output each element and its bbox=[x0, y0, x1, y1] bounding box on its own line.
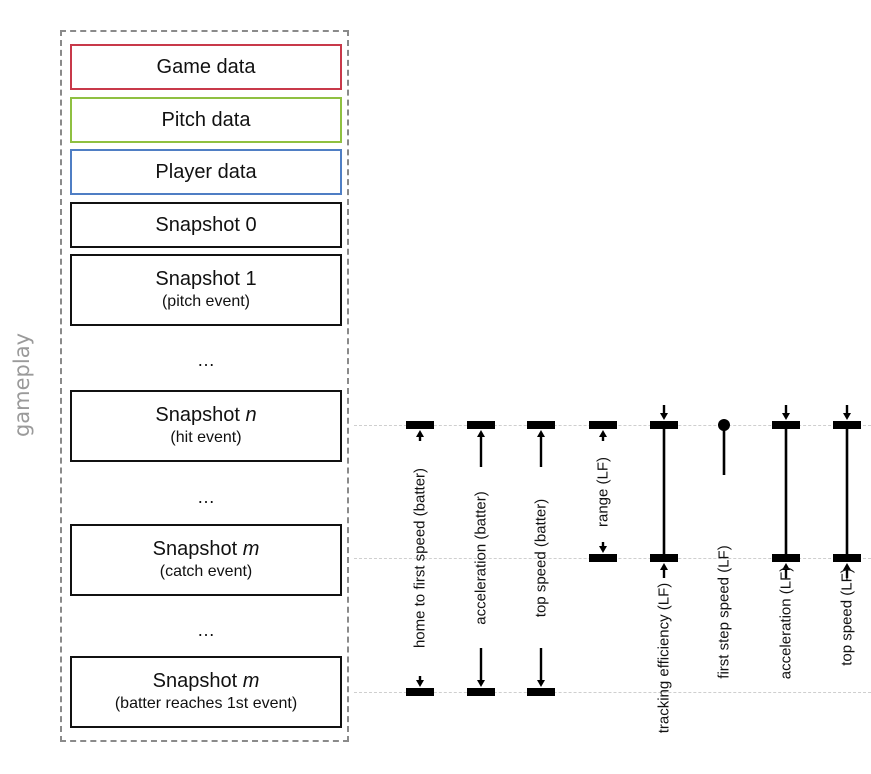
metric-4-top-bar bbox=[650, 421, 678, 429]
metric-3-arrow-up-head bbox=[599, 430, 607, 437]
metric-label-4: tracking efficiency (LF) bbox=[655, 582, 673, 734]
ellipsis-3: … bbox=[197, 620, 215, 640]
metric-4-arrow-bottom-head bbox=[660, 563, 668, 570]
metric-0-arrow-down-head bbox=[416, 680, 424, 687]
snapshot-0-box: Snapshot 0 bbox=[70, 202, 342, 248]
metric-label-3: range (LF) bbox=[594, 456, 612, 528]
metric-1-bottom-bar bbox=[467, 688, 495, 696]
metric-label-0: home to first speed (batter) bbox=[411, 467, 429, 649]
metric-label-1: acceleration (batter) bbox=[472, 491, 490, 625]
metric-3-top-bar bbox=[589, 421, 617, 429]
snapshot-n-title-line: Snapshot n bbox=[155, 403, 256, 427]
metric-3-bottom-bar bbox=[589, 554, 617, 562]
metric-6-arrow-top-head bbox=[782, 413, 790, 420]
snapshot-1-sub: (pitch event) bbox=[161, 293, 251, 310]
metric-label-2: top speed (batter) bbox=[532, 498, 550, 618]
snapshot-m-catch-sub: (catch event) bbox=[159, 563, 253, 580]
metric-label-5: first step speed (LF) bbox=[715, 545, 733, 679]
game-data-label: Game data bbox=[156, 56, 256, 78]
metric-6-bottom-bar bbox=[772, 554, 800, 562]
game-data-box: Game data bbox=[70, 44, 342, 90]
metric-6-arrow-bottom-head bbox=[782, 563, 790, 570]
metric-0-arrow-up-head bbox=[416, 430, 424, 437]
snapshot-m-batter-var: m bbox=[242, 670, 260, 692]
snapshot-m-batter-sub: (batter reaches 1st event) bbox=[114, 695, 298, 712]
metric-7-arrow-bottom-head bbox=[843, 563, 851, 570]
metric-0-bottom-bar bbox=[406, 688, 434, 696]
metric-3-arrow-down-head bbox=[599, 546, 607, 553]
metric-2-arrow-down-head bbox=[537, 680, 545, 687]
metric-1-arrow-down-head bbox=[477, 680, 485, 687]
metric-2-top-bar bbox=[527, 421, 555, 429]
metric-7-bottom-bar bbox=[833, 554, 861, 562]
guide-batter bbox=[354, 692, 871, 693]
snapshot-1-box: Snapshot 1 (pitch event) bbox=[70, 254, 342, 326]
ellipsis-2: … bbox=[197, 487, 215, 507]
snapshot-n-box: Snapshot n (hit event) bbox=[70, 390, 342, 462]
snapshot-m-catch-var: m bbox=[242, 538, 260, 560]
metric-1-arrow-up-head bbox=[477, 430, 485, 437]
metric-0-top-bar bbox=[406, 421, 434, 429]
snapshot-m-catch-title: Snapshot bbox=[152, 538, 243, 560]
metric-2-arrow-up-head bbox=[537, 430, 545, 437]
gameplay-container bbox=[60, 30, 349, 742]
snapshot-1-title: Snapshot 1 bbox=[155, 268, 257, 290]
metric-4-bottom-bar bbox=[650, 554, 678, 562]
ellipsis-1: … bbox=[197, 350, 215, 370]
snapshot-n-sub: (hit event) bbox=[170, 429, 242, 446]
metric-4-arrow-top-head bbox=[660, 413, 668, 420]
snapshot-m-batter-box: Snapshot m (batter reaches 1st event) bbox=[70, 656, 342, 728]
snapshot-n-var: n bbox=[245, 404, 257, 426]
pitch-data-box: Pitch data bbox=[70, 97, 342, 143]
metric-label-6: acceleration (LF) bbox=[777, 566, 795, 680]
player-data-label: Player data bbox=[155, 161, 257, 183]
snapshot-0-label: Snapshot 0 bbox=[155, 214, 257, 236]
snapshot-m-catch-box: Snapshot m (catch event) bbox=[70, 524, 342, 596]
snapshot-n-title: Snapshot bbox=[155, 404, 246, 426]
metric-7-arrow-top-head bbox=[843, 413, 851, 420]
snapshot-m-batter-title: Snapshot bbox=[152, 670, 243, 692]
pitch-data-label: Pitch data bbox=[161, 109, 251, 131]
metric-label-7: top speed (LF) bbox=[838, 568, 856, 666]
player-data-box: Player data bbox=[70, 149, 342, 195]
metric-2-bottom-bar bbox=[527, 688, 555, 696]
metric-1-top-bar bbox=[467, 421, 495, 429]
metric-6-top-bar bbox=[772, 421, 800, 429]
snapshot-m-batter-title-line: Snapshot m bbox=[153, 669, 260, 693]
snapshot-m-catch-title-line: Snapshot m bbox=[153, 537, 260, 561]
metric-7-top-bar bbox=[833, 421, 861, 429]
